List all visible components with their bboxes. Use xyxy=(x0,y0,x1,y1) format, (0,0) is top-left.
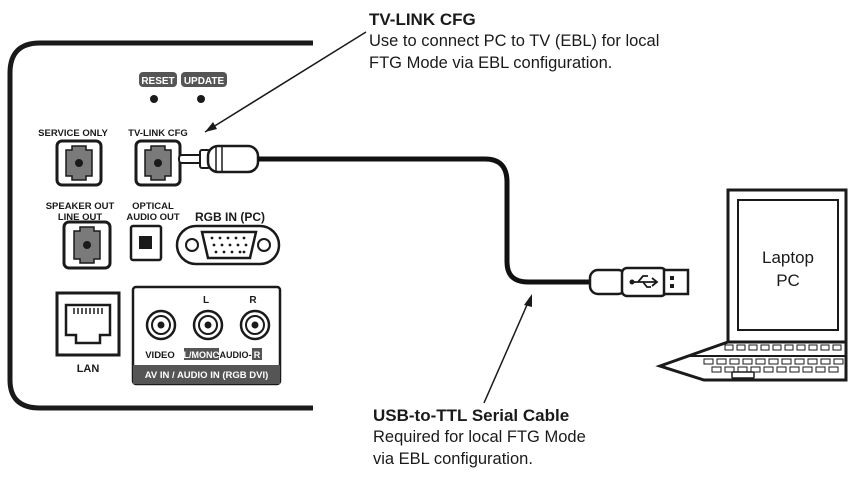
audio-plug xyxy=(178,144,260,174)
audio-left-rca-jack xyxy=(192,309,224,341)
tv-link-callout: TV-LINK CFG Use to connect PC to TV (EBL… xyxy=(369,9,749,74)
audio-out-label: AUDIO OUT xyxy=(126,212,180,223)
usb-cable-callout-line2: via EBL configuration. xyxy=(373,450,533,468)
touchpad xyxy=(731,371,755,379)
service-only-jack xyxy=(55,139,103,187)
line-out-label: LINE OUT xyxy=(58,212,103,223)
usb-cable-callout-line1: Required for local FTG Mode xyxy=(373,428,586,446)
reset-label: RESET xyxy=(141,76,174,87)
audio-right-rca-jack xyxy=(239,309,271,341)
service-only-label: SERVICE ONLY xyxy=(38,128,108,139)
usb-cable-callout-title: USB-to-TTL Serial Cable xyxy=(373,406,570,425)
speaker-out-jack xyxy=(62,220,112,270)
optical-out-port xyxy=(129,224,163,262)
top-leader-line xyxy=(204,31,367,133)
laptop-label-line2: PC xyxy=(776,271,800,290)
serial-cable xyxy=(258,156,592,285)
tv-panel-outline xyxy=(7,40,313,411)
laptop-illustration: Laptop PC xyxy=(655,188,848,382)
speaker-out-label: SPEAKER OUT xyxy=(46,201,115,212)
l-mono-label: L/MONO xyxy=(184,350,220,360)
update-button[interactable]: UPDATE xyxy=(181,72,227,103)
lan-port xyxy=(55,291,121,357)
r-label: R xyxy=(254,350,261,360)
audio-label: -AUDIO- xyxy=(217,350,252,360)
audio-left-label: L xyxy=(203,295,209,306)
video-label: VIDEO xyxy=(145,350,175,361)
video-rca-jack xyxy=(145,309,177,341)
av-input-block: L R VIDEO L/MONO -AUDIO- R AV IN / AUDIO… xyxy=(131,285,282,386)
reset-hole-icon xyxy=(150,95,158,103)
lan-label: LAN xyxy=(77,363,100,375)
tv-link-callout-title: TV-LINK CFG xyxy=(369,10,476,29)
bottom-leader-line xyxy=(483,294,532,404)
reset-button[interactable]: RESET xyxy=(139,72,177,103)
optical-label: OPTICAL xyxy=(132,201,174,212)
keyboard-keys xyxy=(703,344,844,373)
usb-icon xyxy=(630,275,659,288)
audio-right-label: R xyxy=(249,295,257,306)
vga-port xyxy=(175,224,281,266)
tv-link-cfg-label: TV-LINK CFG xyxy=(128,128,188,139)
tv-link-callout-line1: Use to connect PC to TV (EBL) for local xyxy=(369,32,660,50)
rgb-in-label: RGB IN (PC) xyxy=(195,210,265,224)
update-hole-icon xyxy=(197,95,205,103)
usb-plug xyxy=(588,266,690,298)
update-label: UPDATE xyxy=(184,76,225,87)
usb-cable-callout: USB-to-TTL Serial Cable Required for loc… xyxy=(373,405,703,470)
tv-link-callout-line2: FTG Mode via EBL configuration. xyxy=(369,54,613,72)
tv-link-cfg-jack xyxy=(134,139,182,187)
laptop-label-line1: Laptop xyxy=(762,248,814,267)
av-in-label: AV IN / AUDIO IN (RGB DVI) xyxy=(145,370,269,381)
